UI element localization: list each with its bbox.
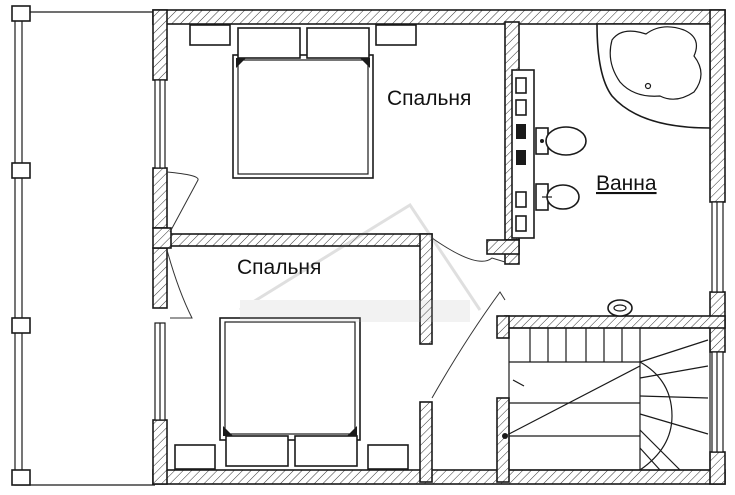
bidet bbox=[535, 183, 580, 211]
pillow bbox=[225, 435, 289, 467]
double-bed bbox=[232, 54, 374, 179]
door-swing bbox=[166, 171, 199, 233]
nightstand bbox=[367, 444, 409, 470]
room-label-bedroom-bottom: Спальня bbox=[237, 256, 321, 279]
room-label-bedroom-top: Спальня bbox=[387, 87, 471, 110]
door-swing bbox=[431, 237, 506, 263]
toilet bbox=[535, 126, 587, 156]
double-bed bbox=[219, 317, 361, 441]
staircase bbox=[502, 327, 711, 471]
room-label-bathroom: Ванна bbox=[596, 172, 657, 195]
sink bbox=[607, 299, 633, 317]
nightstand bbox=[189, 24, 231, 46]
balcony-post bbox=[11, 5, 31, 22]
balcony-post bbox=[11, 162, 31, 179]
nightstand bbox=[375, 24, 417, 46]
balcony-post bbox=[11, 317, 31, 334]
door-swing bbox=[166, 249, 193, 319]
bathroom: Ванна bbox=[511, 23, 711, 317]
watermark bbox=[239, 202, 482, 322]
windows bbox=[154, 79, 724, 453]
pillow bbox=[306, 27, 370, 59]
pillow bbox=[237, 27, 301, 59]
balcony bbox=[11, 5, 155, 486]
balcony-post bbox=[11, 469, 31, 486]
nightstand bbox=[174, 444, 216, 470]
corner-bathtub bbox=[596, 23, 711, 129]
pillow bbox=[294, 435, 358, 467]
bedroom-bottom: Спальня bbox=[174, 256, 409, 470]
doors bbox=[166, 171, 506, 399]
door-swing bbox=[431, 291, 506, 399]
bedroom-top: Спальня bbox=[189, 24, 471, 179]
